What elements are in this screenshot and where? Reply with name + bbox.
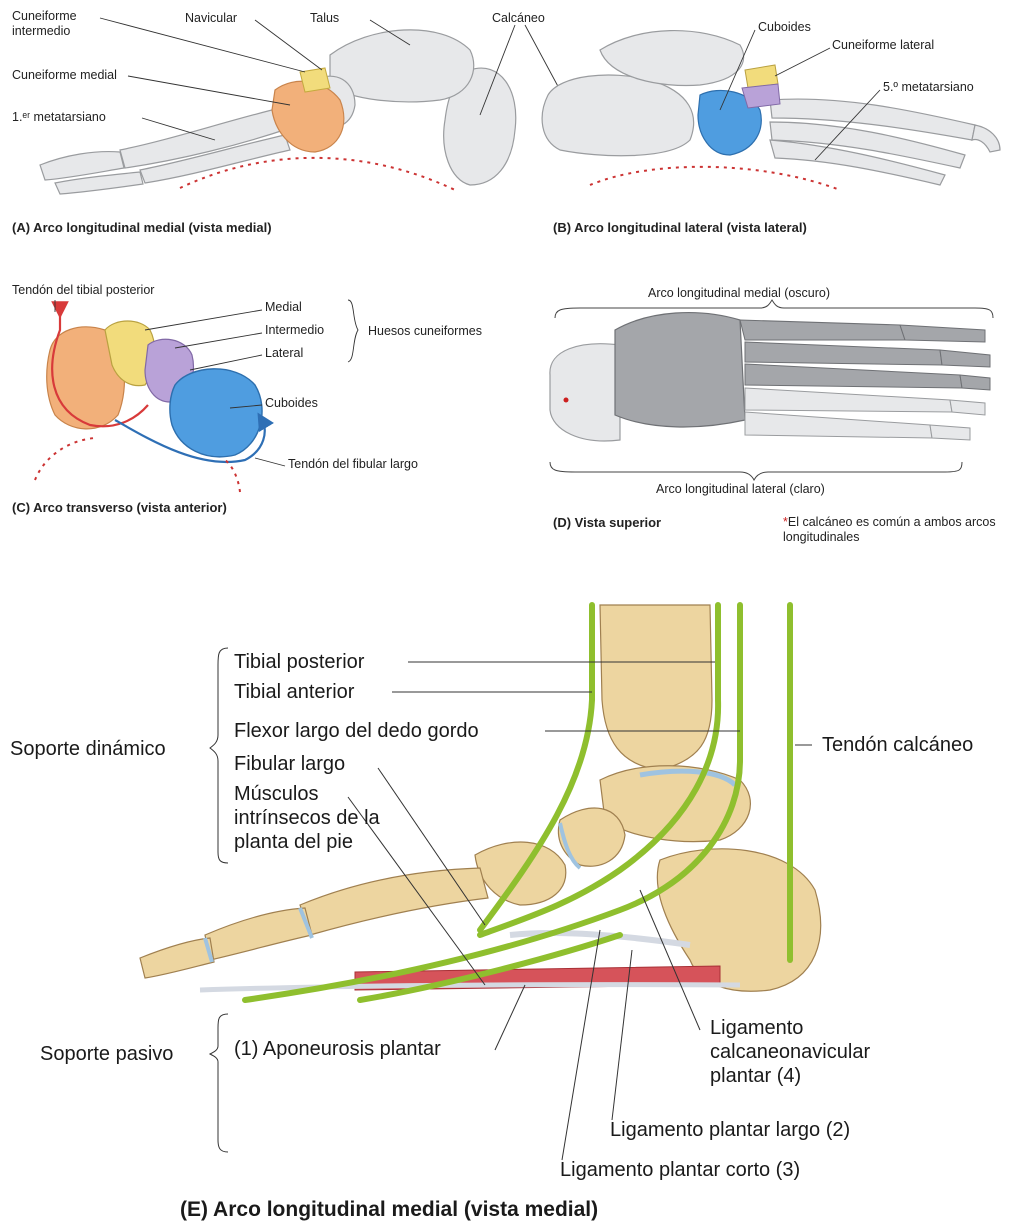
label-quinto-metatarsiano: 5.º metatarsiano [883, 80, 974, 95]
plantar-aponeurosis-band [200, 985, 740, 990]
lateral-cuneiform-bone-b [742, 84, 780, 108]
label-aponeurosis-plantar: (1) Aponeurosis plantar [234, 1037, 441, 1061]
label-cuneiforme-medial: Cuneiforme medial [12, 68, 117, 83]
caption-panel-a: (A) Arco longitudinal medial (vista medi… [12, 220, 272, 235]
label-lateral: Lateral [265, 346, 303, 361]
label-tendon-fibular-largo: Tendón del fibular largo [288, 457, 418, 472]
panel-c-transverse-arch [35, 310, 265, 492]
label-cuboides-b: Cuboides [758, 20, 811, 35]
label-tendon-tibial-posterior: Tendón del tibial posterior [12, 283, 154, 298]
label-medial: Medial [265, 300, 302, 315]
calcaneus-mark-icon [564, 398, 569, 403]
tibia-e [600, 605, 712, 770]
caption-panel-e: (E) Arco longitudinal medial (vista medi… [180, 1198, 598, 1222]
panel-d-superior-view [550, 313, 990, 441]
label-arco-lateral-claro: Arco longitudinal lateral (claro) [656, 482, 825, 497]
label-cuneiforme-lateral: Cuneiforme lateral [832, 38, 934, 53]
label-intermedio: Intermedio [265, 323, 324, 338]
transverse-arch-dotted-left [35, 438, 95, 480]
caption-panel-b: (B) Arco longitudinal lateral (vista lat… [553, 220, 807, 235]
lateral-arch-dotted-line [590, 167, 840, 190]
label-flexor-largo: Flexor largo del dedo gordo [234, 719, 479, 743]
label-soporte-dinamico: Soporte dinámico [10, 737, 166, 761]
caption-panel-d: (D) Vista superior [553, 515, 661, 530]
footnote-text: El calcáneo es común a ambos arcos longi… [783, 515, 996, 544]
label-tendon-calcaneo: Tendón calcáneo [822, 733, 973, 757]
label-soporte-pasivo: Soporte pasivo [40, 1042, 173, 1066]
cuboid-c [170, 369, 262, 457]
label-calcaneo: Calcáneo [492, 11, 545, 26]
label-ligamento-plantar-largo: Ligamento plantar largo (2) [610, 1118, 850, 1142]
label-cuneiforme-intermedio: Cuneiforme intermedio [12, 9, 102, 39]
label-tibial-posterior: Tibial posterior [234, 650, 364, 674]
footnote-calcaneo: *El calcáneo es común a ambos arcos long… [783, 515, 1003, 545]
label-talus: Talus [310, 11, 339, 26]
talus-d [615, 313, 745, 427]
label-ligamento-plantar-corto: Ligamento plantar corto (3) [560, 1158, 800, 1182]
label-cuboides-c: Cuboides [265, 396, 318, 411]
label-ligamento-calcaneonavicular: Ligamento calcaneonavicular plantar (4) [710, 1016, 920, 1088]
transverse-arch-dotted-right [222, 458, 240, 492]
caption-panel-c: (C) Arco transverso (vista anterior) [12, 500, 227, 515]
label-arco-medial-oscuro: Arco longitudinal medial (oscuro) [648, 286, 830, 301]
label-fibular-largo: Fibular largo [234, 752, 345, 776]
panel-b-foot-skeleton [542, 31, 1000, 185]
label-navicular: Navicular [185, 11, 237, 26]
label-huesos-cuneiformes: Huesos cuneiformes [368, 324, 482, 339]
label-musculos-intrinsecos: Músculos intrínsecos de la planta del pi… [234, 782, 394, 854]
label-tibial-anterior: Tibial anterior [234, 680, 354, 704]
label-primer-metatarsiano: 1.ᵉʳ metatarsiano [12, 110, 106, 125]
calcaneus-d [550, 344, 620, 441]
